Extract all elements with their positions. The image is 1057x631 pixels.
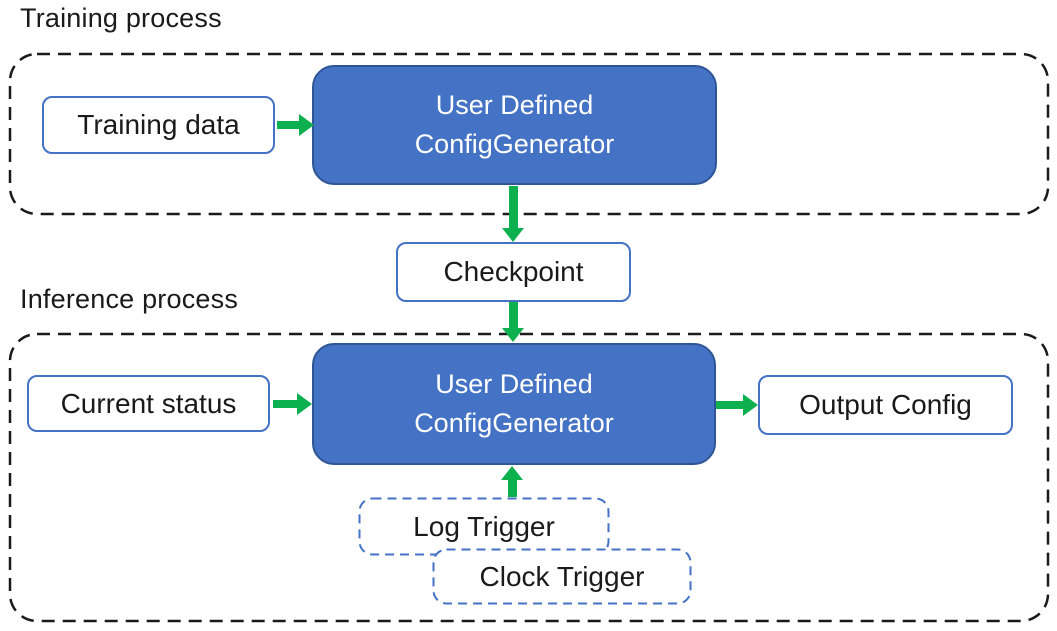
arrow-head xyxy=(297,393,312,415)
arrow-checkpoint-to-inference-generator xyxy=(502,302,524,342)
arrow-head xyxy=(502,328,524,342)
training-process-label: Training process xyxy=(20,3,222,33)
inference-config-generator-box: User Defined ConfigGenerator xyxy=(312,343,716,465)
current-status-label: Current status xyxy=(60,387,237,419)
inference-config-generator-line1: User Defined xyxy=(435,369,593,400)
arrow-generator-to-checkpoint xyxy=(502,186,524,242)
inference-config-generator-line2: ConfigGenerator xyxy=(414,408,614,438)
clock-trigger-outline xyxy=(432,548,692,605)
arrow-head xyxy=(502,228,524,242)
checkpoint-box: Checkpoint xyxy=(396,242,631,302)
training-config-generator-line2: ConfigGenerator xyxy=(414,129,615,159)
clock-trigger-box: Clock Trigger xyxy=(432,548,692,605)
clock-trigger-label: Clock Trigger xyxy=(479,560,645,592)
inference-container-outline xyxy=(8,332,1050,623)
training-data-label: Training data xyxy=(77,109,240,140)
arrow-head xyxy=(743,394,758,416)
arrow-training-data-to-generator xyxy=(277,114,314,136)
arrow-head xyxy=(501,466,523,480)
arrow-tail xyxy=(507,480,517,497)
arrow-generator-to-output-config xyxy=(716,394,758,416)
output-config-label: Output Config xyxy=(799,389,972,420)
training-data-box: Training data xyxy=(42,96,275,154)
arrow-head xyxy=(299,114,314,136)
arrow-tail xyxy=(277,121,299,129)
current-status-box: Current status xyxy=(27,375,270,432)
training-container-outline xyxy=(8,52,1050,216)
output-config-box: Output Config xyxy=(758,375,1013,435)
arrow-tail xyxy=(716,401,743,409)
arrow-tail xyxy=(508,302,518,328)
training-config-generator-line1: User Defined xyxy=(435,90,594,121)
arrow-tail xyxy=(508,186,518,228)
arrow-current-status-to-generator xyxy=(273,393,312,415)
arrow-triggers-to-generator xyxy=(501,466,523,497)
log-trigger-label: Log Trigger xyxy=(413,510,555,542)
arrow-tail xyxy=(273,400,297,408)
inference-process-label: Inference process xyxy=(20,284,239,314)
checkpoint-label: Checkpoint xyxy=(443,256,584,287)
training-config-generator-box: User Defined ConfigGenerator xyxy=(312,65,717,185)
